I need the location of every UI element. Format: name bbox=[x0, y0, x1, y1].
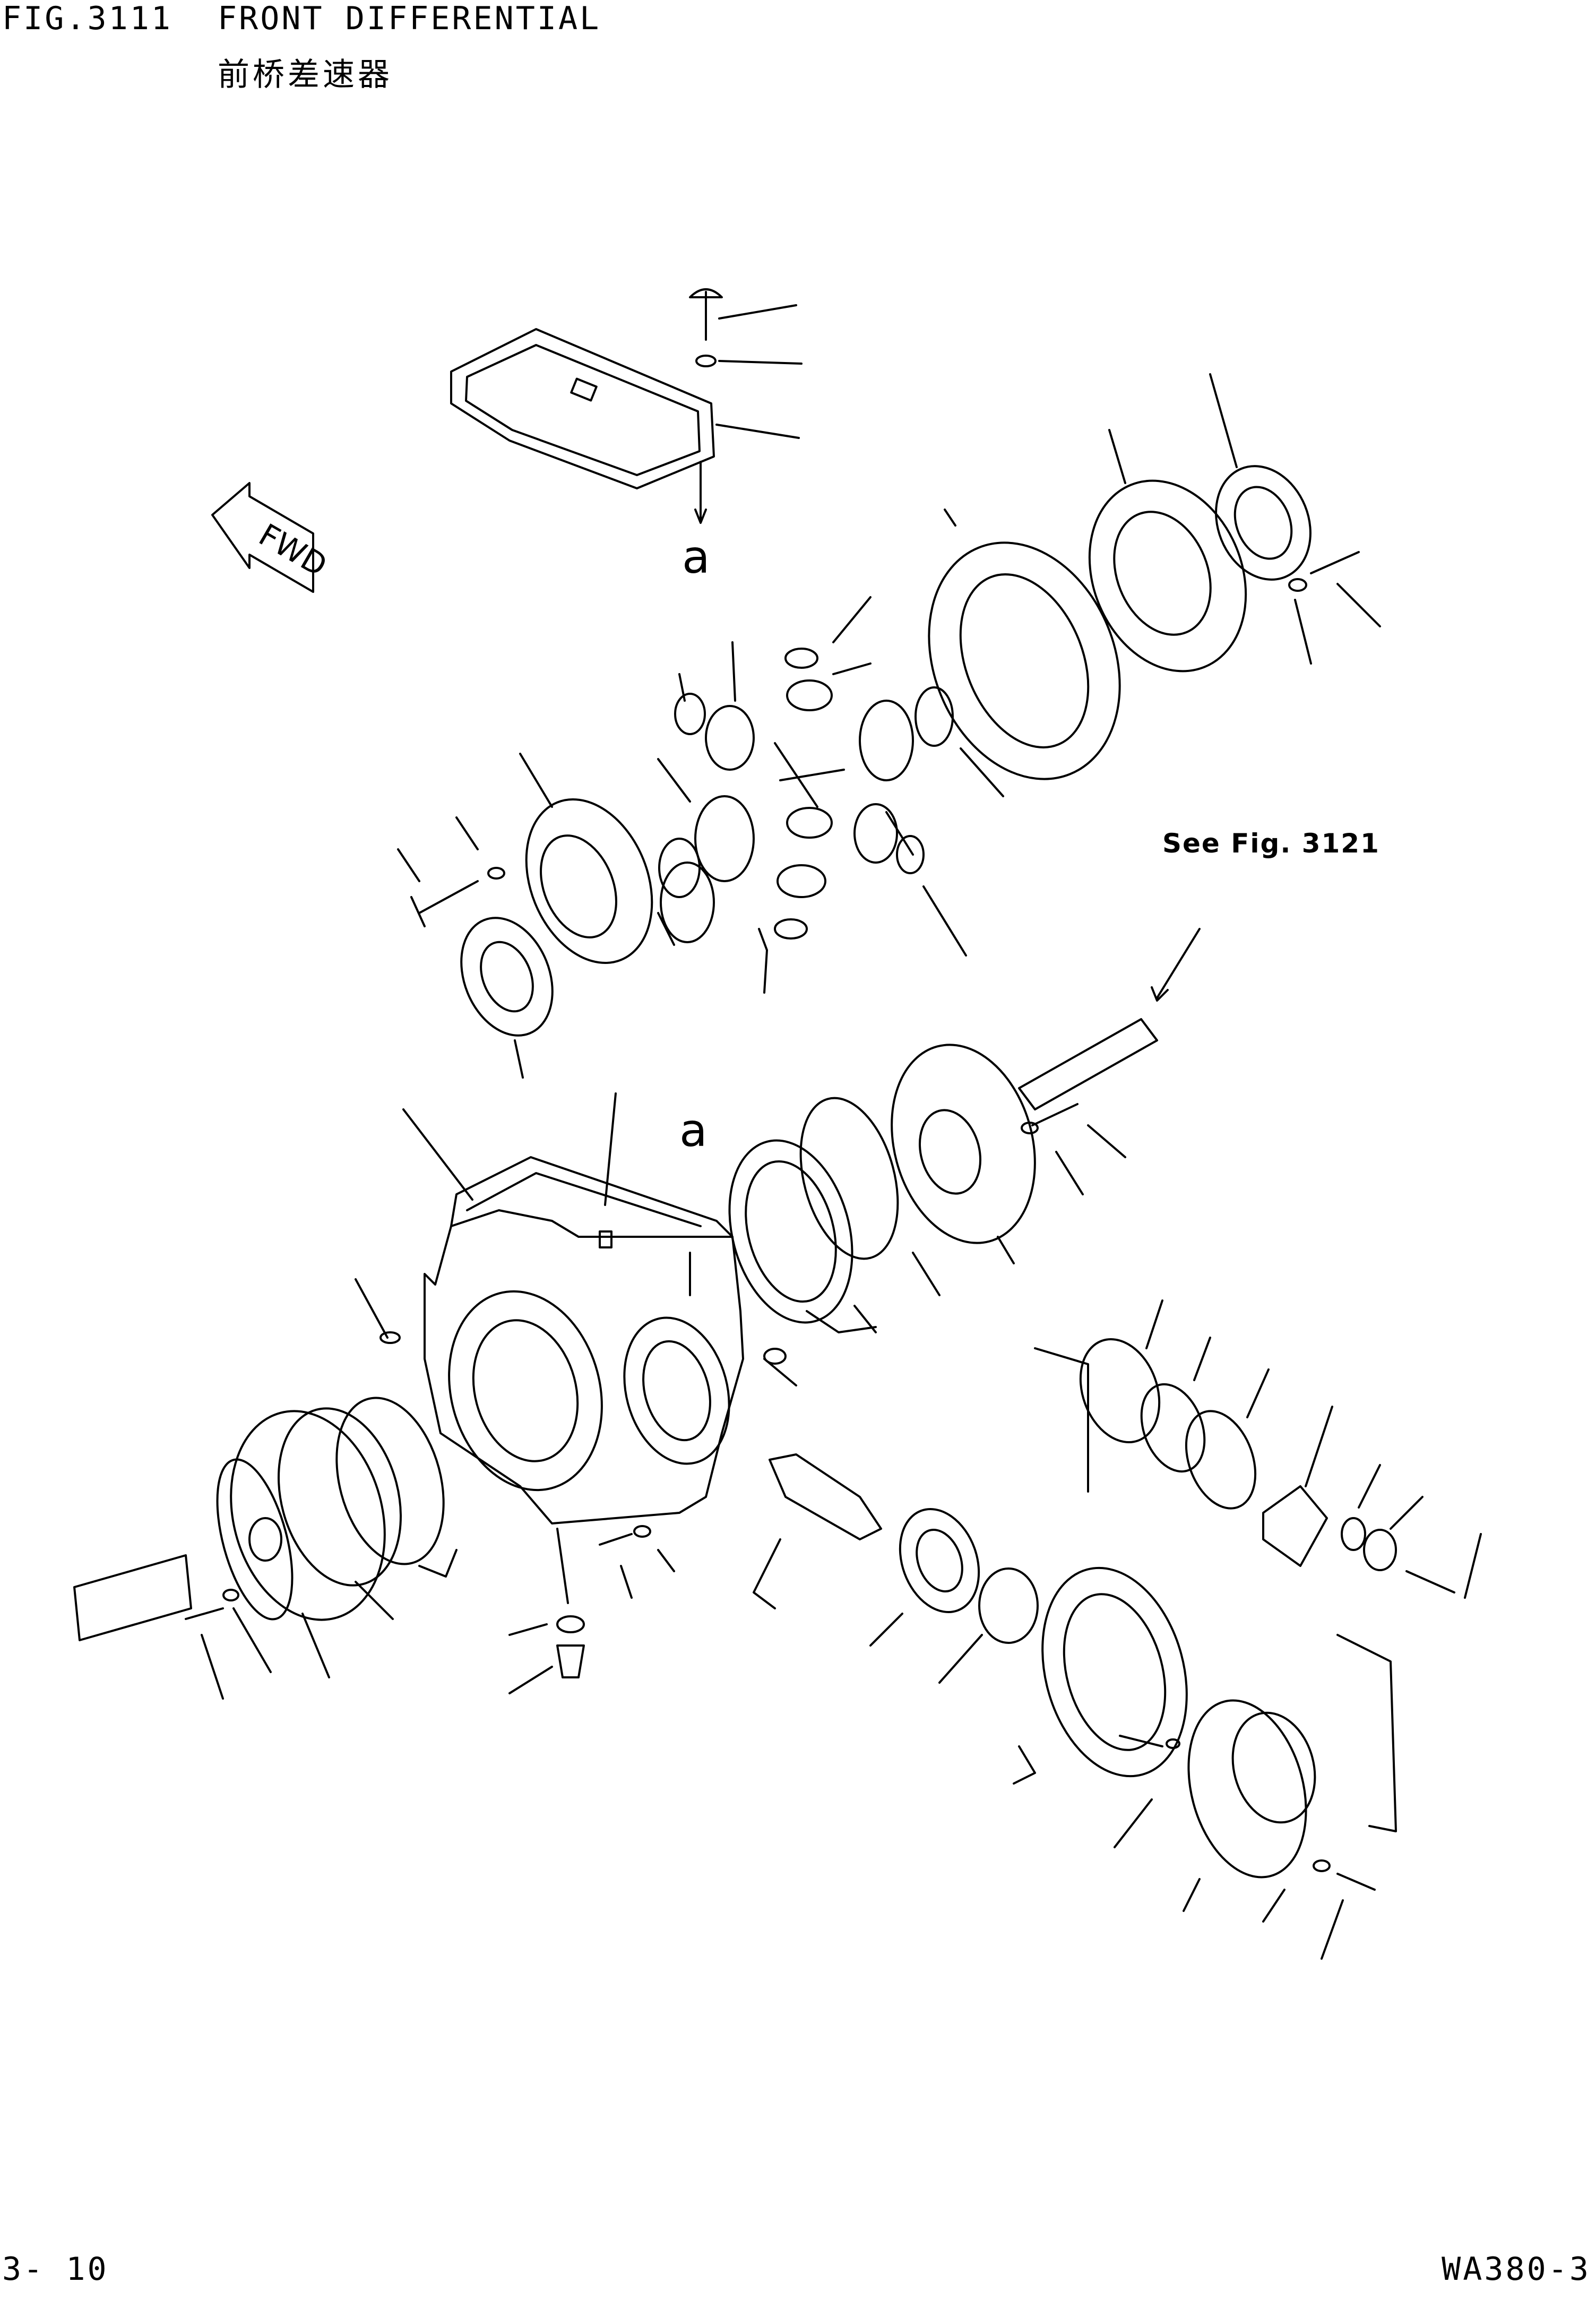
callout-mark-a-middle: a bbox=[679, 1104, 708, 1157]
differential-case-left bbox=[398, 754, 714, 1078]
spider-gear-set bbox=[658, 597, 1003, 993]
bearing-upper-right bbox=[1200, 374, 1327, 594]
cover-plate bbox=[451, 289, 801, 523]
axle-housing bbox=[356, 1093, 796, 1523]
differential-case-right bbox=[1062, 430, 1273, 695]
figure-title: FRONT DIFFERENTIAL bbox=[218, 0, 601, 37]
drain-plug bbox=[510, 1526, 674, 1693]
figure-number: FIG.3111 bbox=[2, 0, 172, 37]
carrier-seal-set bbox=[710, 1087, 939, 1336]
left-cover bbox=[74, 1386, 461, 1699]
pinion-shaft bbox=[754, 1454, 1038, 1683]
pinion-bearing-cage bbox=[1014, 1552, 1396, 1959]
model-number: WA380-3 bbox=[1442, 2251, 1591, 2288]
figure-title-chinese: 前桥差速器 bbox=[218, 56, 393, 93]
pinion-bearing-upper bbox=[1035, 1300, 1481, 1598]
forward-arrow-label: FWD bbox=[253, 516, 333, 584]
callout-mark-a-top: a bbox=[682, 531, 710, 584]
input-shaft bbox=[1019, 929, 1200, 1109]
front-cover-right bbox=[870, 1029, 1125, 1263]
forward-arrow-icon: FWD bbox=[212, 483, 333, 592]
reference-note: See Fig. 3121 bbox=[1162, 828, 1380, 859]
ring-gear bbox=[895, 510, 1154, 808]
hub-bolt bbox=[1289, 552, 1380, 664]
page-number: 3- 10 bbox=[2, 2251, 109, 2288]
